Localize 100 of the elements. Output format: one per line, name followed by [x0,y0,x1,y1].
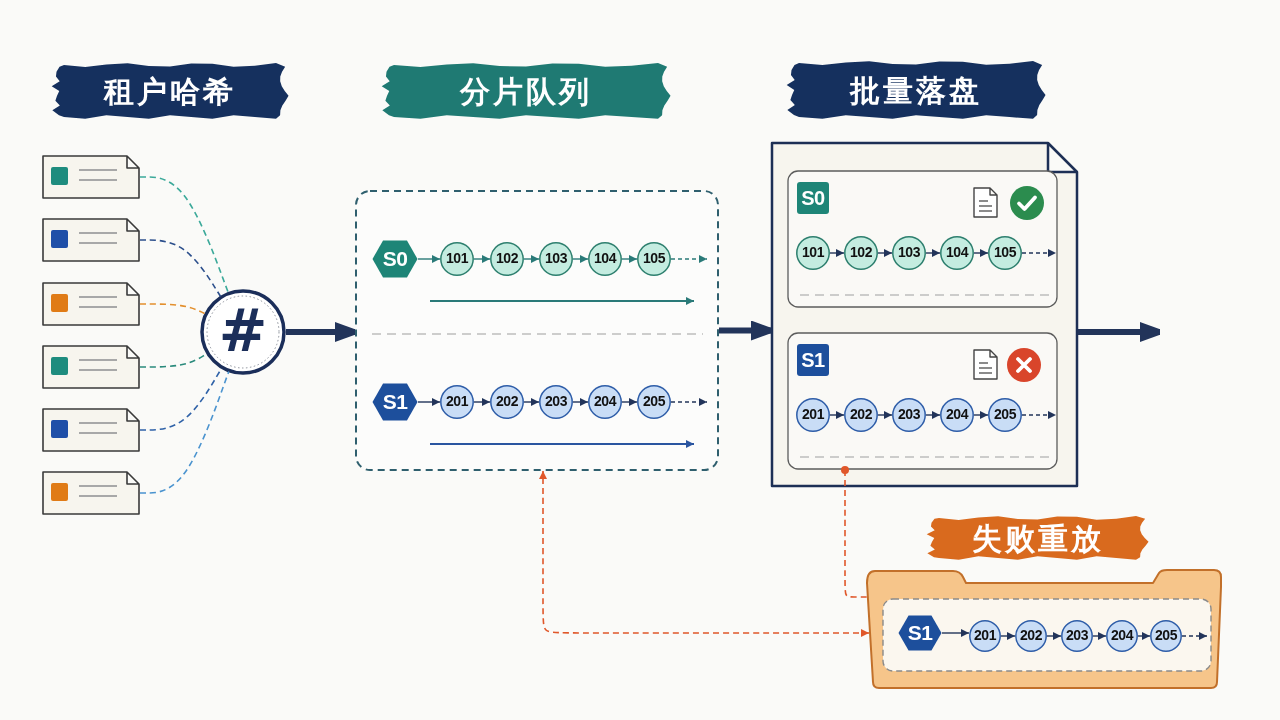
message-circle [539,242,573,276]
message-id: 201 [973,628,997,644]
dashed-connector [139,303,206,315]
message-circle [440,385,474,419]
shard-id: S0 [801,187,825,209]
arrow [621,255,638,263]
arrow [572,398,589,406]
dashed-connector [841,466,869,598]
message-id: 101 [801,245,825,261]
message-id: 205 [993,407,1017,423]
dashed-connector [139,176,230,294]
arrow [572,255,589,263]
folder [865,567,1222,689]
shard-id: S1 [382,390,408,414]
message-id: 203 [897,407,921,423]
message-id: 202 [495,394,519,410]
message-circle [1015,620,1047,652]
document-card [42,218,140,262]
message-circle [440,242,474,276]
message-circle [940,236,974,270]
message-id: 201 [445,394,469,410]
message-circle [1150,620,1182,652]
arrow [925,249,941,257]
message-id: 102 [495,251,519,267]
message-circle [892,398,926,432]
arrow [417,398,441,406]
message-id: 202 [849,407,873,423]
message-circle [844,398,878,432]
message-circle [796,236,830,270]
hexagon-badge [372,383,418,421]
message-id: 205 [1154,628,1178,644]
message-id: 104 [593,251,617,267]
message-id: 204 [945,407,969,423]
section-heading: 租户哈希 [104,74,236,108]
brush-banner [925,515,1150,561]
dashed-arrow [670,398,708,406]
message-circle [892,236,926,270]
arrow [973,249,989,257]
message-id: 105 [642,251,666,267]
arrow [973,411,989,419]
brush-banner [380,62,672,120]
message-id: 103 [897,245,921,261]
arrow [925,411,941,419]
message-id: 204 [593,394,617,410]
arrow [877,249,893,257]
message-circle [637,385,671,419]
arrow [417,255,441,263]
message-circle [1061,620,1093,652]
section-heading: 批量落盘 [850,73,982,107]
arrow [523,398,540,406]
dashed-panel [882,598,1212,672]
message-id: 203 [1065,628,1089,644]
arrow [473,398,491,406]
brush-banner [50,62,290,120]
arrow [1046,632,1062,640]
message-circle [637,242,671,276]
message-circle [588,242,622,276]
message-circle [539,385,573,419]
document-card [42,155,140,199]
dashed-panel [355,190,719,471]
shard-panel [787,170,1058,308]
message-id: 205 [642,394,666,410]
arrow [621,398,638,406]
document-sheet [771,142,1078,487]
arrow [941,629,970,637]
dashed-connector [139,239,222,298]
arrow [877,411,893,419]
message-id: 202 [1019,628,1043,644]
message-circle [988,236,1022,270]
message-id: 203 [544,394,568,410]
section-heading: 分片队列 [460,74,592,108]
message-id: 101 [445,251,469,267]
document-card [42,471,140,515]
shard-panel [787,332,1058,470]
message-circle [844,236,878,270]
dashed-arrow [1021,249,1057,257]
dashed-arrow [539,470,870,637]
message-circle [490,242,524,276]
document-card [42,345,140,389]
hexagon-badge [372,240,418,278]
message-id: 105 [993,245,1017,261]
hexagon-badge [898,615,942,651]
hash-circle [200,289,286,375]
hash-symbol: # [218,300,268,364]
arrow [1137,632,1151,640]
message-circle [1106,620,1138,652]
dashed-arrow [1181,632,1208,640]
message-id: 103 [544,251,568,267]
shard-id: S0 [382,247,408,271]
dashed-connector [139,370,230,494]
section-heading: 失败重放 [971,521,1104,555]
arrow [829,411,845,419]
arrow [523,255,540,263]
dashed-arrow [1021,411,1057,419]
arrow [473,255,491,263]
message-id: 104 [945,245,969,261]
arrow [1000,632,1016,640]
shard-id: S1 [801,349,825,371]
message-circle [490,385,524,419]
arrow [829,249,845,257]
